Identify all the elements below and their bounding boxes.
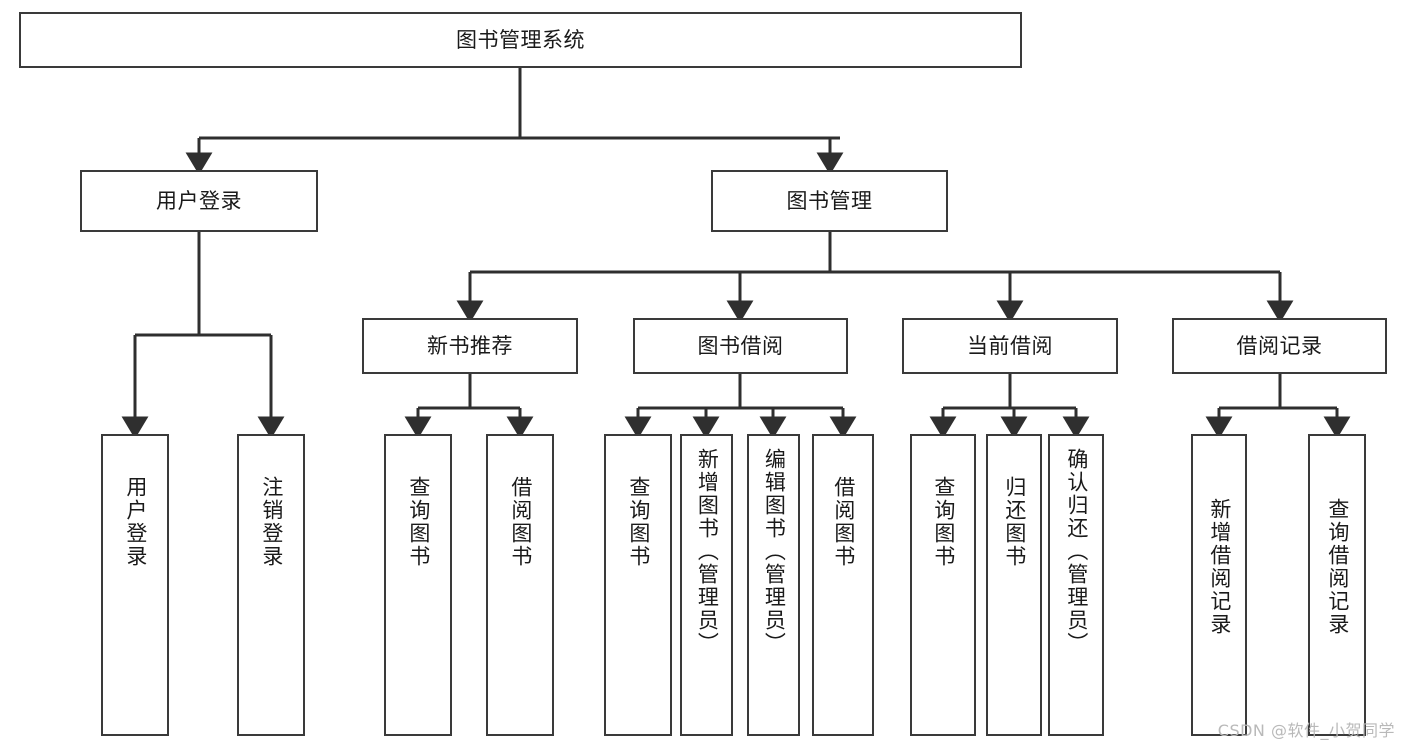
node-label: 借阅记录 <box>1236 333 1323 358</box>
node-leaf-add-book-admin[interactable]: 新增图书（管理员） <box>680 434 733 736</box>
node-label: 编辑图书（管理员） <box>762 448 787 655</box>
node-new-book-rec[interactable]: 新书推荐 <box>362 318 578 374</box>
node-label: 查询借阅记录 <box>1325 498 1350 636</box>
node-leaf-user-logout[interactable]: 注销登录 <box>237 434 305 736</box>
node-label: 查询图书 <box>406 476 431 568</box>
node-label: 新增图书（管理员） <box>695 448 720 655</box>
node-label: 确认归还（管理员） <box>1064 448 1089 655</box>
node-leaf-query-book-1[interactable]: 查询图书 <box>384 434 452 736</box>
node-leaf-query-borrow-record[interactable]: 查询借阅记录 <box>1308 434 1366 736</box>
node-leaf-edit-book-admin[interactable]: 编辑图书（管理员） <box>747 434 800 736</box>
node-label: 借阅图书 <box>508 476 533 568</box>
node-borrow-record[interactable]: 借阅记录 <box>1172 318 1387 374</box>
node-label: 图书管理系统 <box>456 27 585 52</box>
node-leaf-add-borrow-record[interactable]: 新增借阅记录 <box>1191 434 1247 736</box>
node-current-borrow[interactable]: 当前借阅 <box>902 318 1118 374</box>
node-label: 新书推荐 <box>427 333 513 358</box>
node-leaf-user-login[interactable]: 用户登录 <box>101 434 169 736</box>
node-label: 图书借阅 <box>697 333 784 358</box>
node-label: 查询图书 <box>931 476 956 568</box>
node-leaf-return-book[interactable]: 归还图书 <box>986 434 1042 736</box>
node-label: 新增借阅记录 <box>1207 498 1232 636</box>
node-leaf-query-book-2[interactable]: 查询图书 <box>604 434 672 736</box>
node-label: 用户登录 <box>123 476 148 568</box>
node-label: 当前借阅 <box>967 333 1053 358</box>
node-label: 借阅图书 <box>831 476 856 568</box>
node-leaf-borrow-book-2[interactable]: 借阅图书 <box>812 434 874 736</box>
node-book-borrow[interactable]: 图书借阅 <box>633 318 848 374</box>
node-leaf-confirm-return-admin[interactable]: 确认归还（管理员） <box>1048 434 1104 736</box>
node-leaf-query-book-3[interactable]: 查询图书 <box>910 434 976 736</box>
node-leaf-borrow-book-1[interactable]: 借阅图书 <box>486 434 554 736</box>
node-root-system[interactable]: 图书管理系统 <box>19 12 1022 68</box>
node-user-login[interactable]: 用户登录 <box>80 170 318 232</box>
watermark-text: CSDN @软件_小贺同学 <box>1217 721 1395 740</box>
node-label: 注销登录 <box>259 476 284 568</box>
node-label: 归还图书 <box>1002 476 1027 568</box>
node-label: 查询图书 <box>626 476 651 568</box>
node-label: 用户登录 <box>156 188 242 213</box>
node-label: 图书管理 <box>786 188 873 213</box>
node-book-manage[interactable]: 图书管理 <box>711 170 948 232</box>
